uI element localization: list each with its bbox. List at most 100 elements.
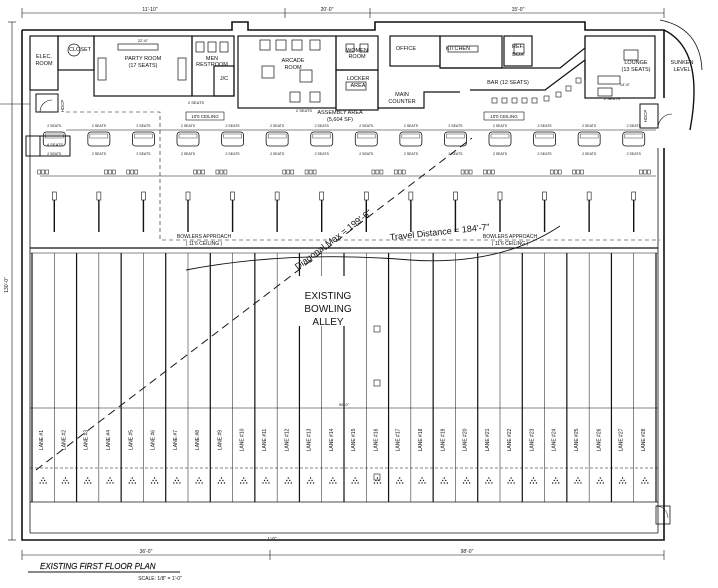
settee-groups: 2 SEATS 2 SEATS 2 SEATS 2 SEATS 2 SEATS 2 SEA… [42,124,646,156]
pin [150,482,153,484]
pin [241,479,243,482]
settee-back [535,133,554,139]
pin [623,479,625,482]
lane-label: LANE #10 [240,428,246,451]
pin [240,482,242,484]
room-women-2: ROOM [348,54,366,60]
left-entry [0,93,71,157]
room-counter-2: COUNTER [388,99,415,105]
pin [443,482,445,484]
pin [263,479,266,482]
pin [131,477,133,479]
settee-back [357,133,376,139]
pin [39,482,41,484]
bench-seat [37,169,41,175]
room-sunken-1: SUNKEN [671,60,694,66]
plan-scale: SCALE: 1/8" = 1'-0" [138,576,182,582]
pin [354,477,356,479]
pin [219,479,221,482]
seats-label: 2 SEATS [47,152,62,156]
room-men-2: RESTROOM [196,62,228,68]
pin [308,479,310,482]
pin [130,479,132,482]
pin [418,482,420,484]
pin [195,482,197,484]
ceiling-right: 10'0 CEILING [490,114,518,119]
pin [176,482,178,484]
pin [424,482,426,484]
dim-bottom-small: 1'-0" [268,536,277,541]
bench-seat [468,169,473,175]
pin [465,482,468,484]
bench-seat [491,169,495,175]
pin [107,479,110,482]
pin [43,479,46,482]
lane-label: LANE #7 [173,430,179,450]
pin [553,479,555,482]
seats-label: 2 SEATS [136,124,151,128]
room-assembly-1: ASSEMBLY AREA [317,110,363,116]
bottom-door [655,505,671,525]
pin [198,482,200,484]
seats-label: 2 SEATS [404,124,419,128]
pin [580,482,582,484]
seats-label: 2 SEATS [627,124,642,128]
lane-label: LANE #6 [151,430,157,450]
pin [66,479,68,482]
lane-label: LANE #20 [463,428,469,451]
pin [329,482,331,484]
room-party-2: (17 SEATS) [129,63,158,69]
pin [309,482,312,484]
seats-label: 2 SEATS [538,124,553,128]
pin [40,479,43,482]
dim-lane-mid: 90'-0" [339,402,350,407]
settee [399,131,423,147]
settee-back [134,133,153,139]
pin [552,482,554,484]
ball-return-hood [96,191,102,201]
bench-seat [134,169,139,175]
pin [464,479,466,482]
settee [354,131,378,147]
seats4-left: 4 SEATS [47,142,63,147]
ball-return-hood [230,191,235,201]
settee-back [178,133,198,139]
pin [266,479,269,482]
pin [222,479,224,482]
room-office: OFFICE [396,46,416,52]
pin [311,479,313,482]
pin [376,477,379,479]
bench-seat [219,169,224,175]
ball-return-hood [408,191,414,201]
seats-upper-3: 2 SEATS [604,96,620,101]
seats-label: 2 SEATS [493,124,508,128]
pin [223,482,226,484]
seats-label: 2 SEATS [47,124,62,128]
pin [290,482,292,484]
lane-label: LANE #23 [529,428,535,451]
dim-bottom-left: 36'-0" [140,549,153,555]
ball-return-hood [185,191,191,201]
seats-label: 2 SEATS [315,124,330,128]
bench-seat [460,169,465,175]
bench-seat [286,169,291,175]
pin [379,482,382,484]
pin [156,482,159,484]
ball-return-hood [586,191,592,201]
ball-return-hood [274,191,280,201]
pin [177,479,180,482]
pin [84,482,86,484]
bench-seat [197,169,201,175]
pin [468,482,471,484]
pin [491,482,493,484]
bench-seat [112,169,116,175]
pin [508,479,511,482]
pin [174,479,177,482]
pin [312,482,315,484]
room-kitchen: KITCHEN [446,46,470,52]
seats-label: 2 SEATS [226,124,241,128]
lane-label: LANE #28 [641,428,647,451]
pin [64,477,67,479]
right-entry [639,103,673,129]
pin [332,482,334,484]
